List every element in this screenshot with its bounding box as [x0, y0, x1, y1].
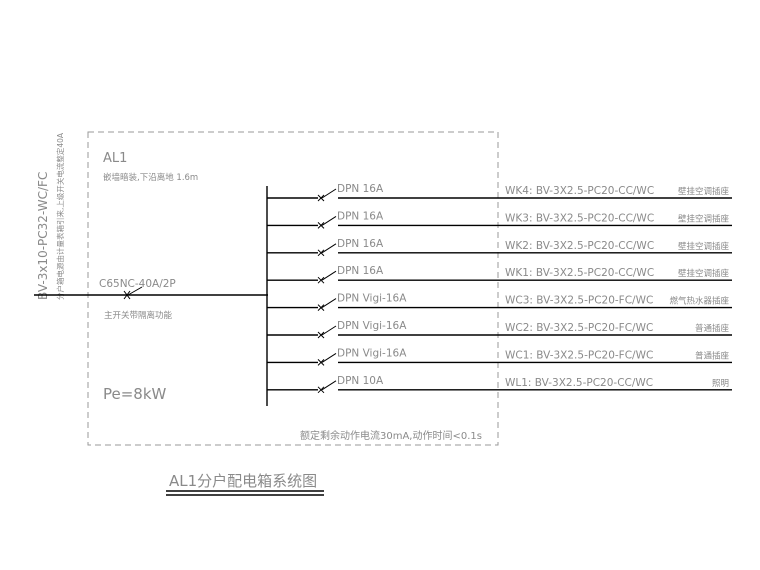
power-rating: Pe=8kW — [103, 385, 167, 403]
circuit-load-label: 普通插座 — [695, 323, 730, 334]
circuit-breaker-blade — [321, 243, 337, 254]
diagram-title: AL1分户配电箱系统图 — [169, 472, 317, 490]
circuit-list: DPN 16A WK4: BV-3X2.5-PC20-CC/WC 壁挂空调插座 DPN… — [267, 183, 732, 394]
circuit-breaker-x2 — [317, 331, 325, 339]
box-name: AL1 — [103, 151, 127, 166]
circuit-breaker-blade — [321, 270, 337, 281]
box-outline — [87, 131, 499, 446]
circuit-breaker-x2 — [317, 194, 325, 202]
incoming-cable-label: BV-3x10-PC32-WC/FC — [36, 172, 50, 300]
circuit-breaker-blade — [321, 325, 337, 336]
circuit-cable-label: WC1: BV-3X2.5-PC20-FC/WC — [505, 349, 653, 361]
install-note: 嵌墙暗装,下沿离地 1.6m — [103, 172, 198, 183]
circuit-cable-label: WL1: BV-3X2.5-PC20-CC/WC — [505, 377, 653, 389]
circuit-cable-label: WK4: BV-3X2.5-PC20-CC/WC — [505, 185, 654, 197]
circuit-breaker-label: DPN Vigi-16A — [337, 293, 407, 305]
circuit-load-label: 燃气热水器插座 — [669, 296, 729, 307]
circuit-breaker-label: DPN 16A — [337, 210, 384, 222]
main-breaker-blade — [127, 286, 143, 296]
circuit-breaker-blade — [321, 188, 337, 199]
main-switch-note: 主开关带隔离功能 — [104, 310, 173, 321]
circuit-breaker-label: DPN Vigi-16A — [337, 320, 407, 332]
circuit-breaker-x2 — [317, 276, 325, 284]
circuit-load-label: 壁挂空调插座 — [678, 268, 730, 279]
circuit-cable-label: WK1: BV-3X2.5-PC20-CC/WC — [505, 267, 654, 279]
circuit-breaker-label: DPN 16A — [337, 183, 384, 195]
circuit-breaker-blade — [321, 298, 337, 309]
circuit-cable-label: WC2: BV-3X2.5-PC20-FC/WC — [505, 322, 653, 334]
circuit-cable-label: WC3: BV-3X2.5-PC20-FC/WC — [505, 295, 653, 307]
circuit-load-label: 壁挂空调插座 — [678, 241, 730, 252]
circuit-load-label: 壁挂空调插座 — [678, 186, 730, 197]
main-switch-model: C65NC-40A/2P — [99, 278, 176, 290]
circuit-breaker-label: DPN 10A — [337, 375, 384, 387]
rcd-note: 额定剩余动作电流30mA,动作时间<0.1s — [300, 429, 482, 442]
circuit-breaker-x2 — [317, 222, 325, 229]
circuit-breaker-label: DPN 16A — [337, 265, 384, 277]
circuit-breaker-x2 — [317, 304, 325, 311]
circuit-breaker-blade — [321, 215, 337, 226]
circuit-breaker-x2 — [317, 359, 325, 366]
circuit-breaker-x2 — [317, 386, 325, 394]
circuit-cable-label: WK2: BV-3X2.5-PC20-CC/WC — [505, 240, 654, 252]
circuit-breaker-blade — [321, 352, 337, 363]
circuit-breaker-blade — [321, 380, 337, 391]
circuit-load-label: 普通插座 — [695, 350, 730, 361]
circuit-load-label: 壁挂空调插座 — [678, 213, 730, 224]
circuit-breaker-x2 — [317, 249, 325, 257]
circuit-load-label: 照明 — [712, 379, 729, 389]
main-breaker-x2 — [123, 290, 131, 300]
circuit-breaker-label: DPN Vigi-16A — [337, 347, 407, 359]
circuit-cable-label: WK3: BV-3X2.5-PC20-CC/WC — [505, 212, 654, 224]
incoming-cable-note: 分户箱电源由计量表箱引来,上级开关电流整定40A — [55, 132, 65, 300]
circuit-breaker-label: DPN 16A — [337, 238, 384, 250]
